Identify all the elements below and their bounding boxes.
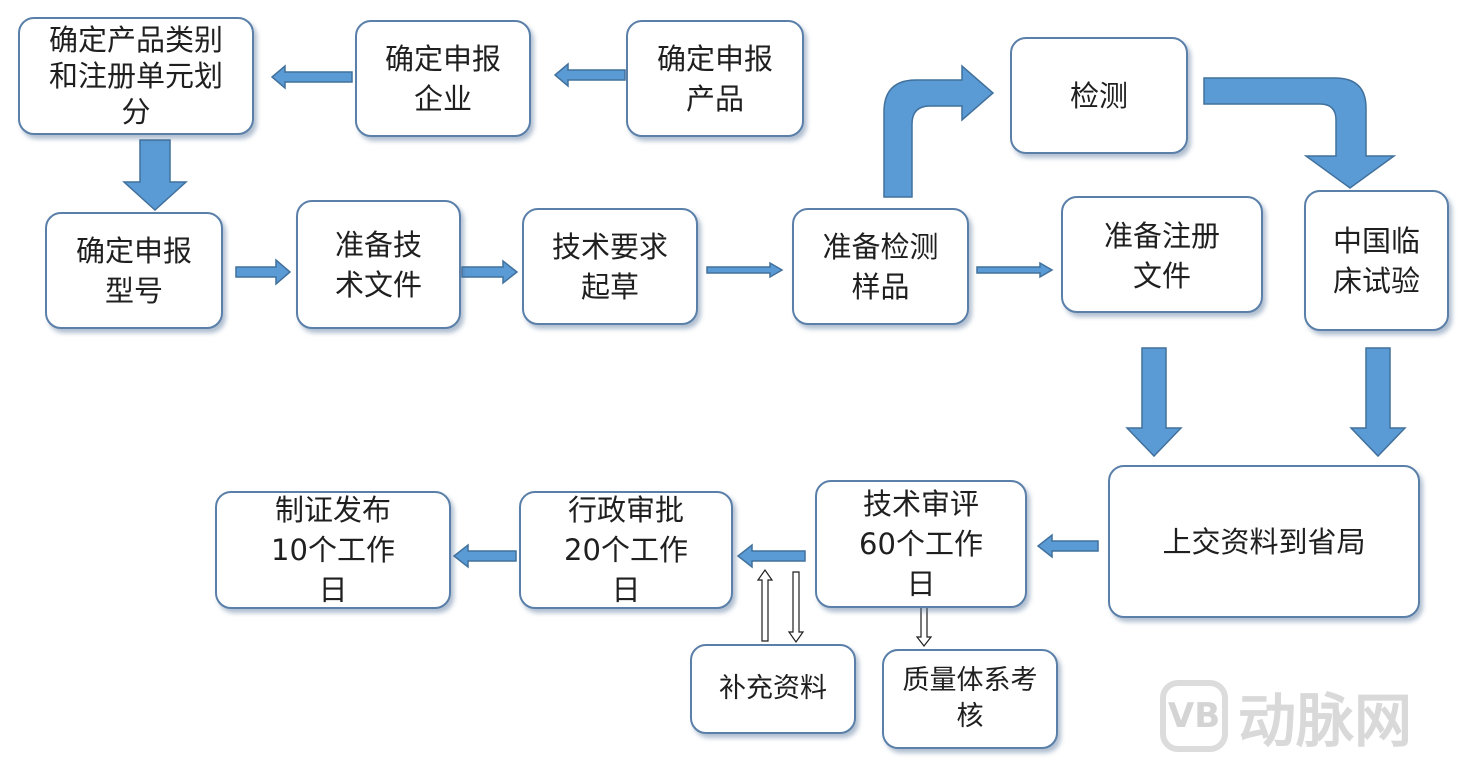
node-quality-system: 质量体系考核 — [882, 649, 1058, 749]
arrow-supplement-down — [787, 571, 805, 644]
arrow-review-to-approval — [736, 543, 806, 569]
node-tech-requirements-label: 技术要求起草 — [551, 229, 668, 304]
node-clinical-trial-label: 中国临床试验 — [1332, 223, 1420, 298]
arrow-requirements-to-samples — [706, 261, 784, 279]
node-model-label: 确定申报型号 — [75, 233, 192, 308]
arrow-review-to-quality — [915, 605, 933, 647]
node-applicant-product: 确定申报产品 — [626, 20, 804, 137]
node-applicant-enterprise-label: 确定申报企业 — [384, 41, 501, 116]
node-testing: 检测 — [1010, 37, 1188, 154]
node-registration-docs-label: 准备注册文件 — [1103, 219, 1220, 293]
node-tech-review-label: 技术审评60个工作日 — [859, 487, 983, 601]
arrow-category-to-model — [122, 139, 188, 212]
node-supplement-label: 补充资料 — [719, 673, 827, 704]
arrow-submit-to-review — [1036, 533, 1099, 559]
arrow-samples-to-testing — [883, 64, 995, 198]
arrow-product-to-enterprise — [553, 62, 626, 88]
node-applicant-product-label: 确定申报产品 — [656, 41, 773, 116]
arrow-approval-to-certificate — [452, 543, 517, 569]
arrow-clinical-to-submit — [1349, 347, 1407, 458]
node-registration-docs: 准备注册文件 — [1061, 196, 1263, 313]
node-certificate: 制证发布10个工作日 — [215, 491, 451, 609]
watermark-logo-icon: VB — [1160, 680, 1228, 752]
arrow-samples-to-regdocs — [976, 261, 1054, 279]
node-quality-system-label: 质量体系考核 — [902, 665, 1038, 732]
node-admin-approval-label: 行政审批20个工作日 — [564, 493, 688, 607]
node-supplement: 补充资料 — [690, 644, 856, 734]
arrow-testing-to-clinical — [1203, 77, 1397, 189]
arrow-techdocs-to-requirements — [461, 259, 519, 285]
node-certificate-label: 制证发布10个工作日 — [271, 493, 395, 607]
node-admin-approval: 行政审批20个工作日 — [519, 491, 733, 609]
node-tech-requirements: 技术要求起草 — [522, 208, 698, 325]
node-tech-docs: 准备技术文件 — [296, 200, 461, 329]
watermark: VB 动脉网 — [1160, 676, 1460, 756]
node-tech-review: 技术审评60个工作日 — [815, 480, 1027, 608]
node-test-samples: 准备检测样品 — [792, 208, 969, 325]
node-tech-docs-label: 准备技术文件 — [334, 227, 422, 302]
node-submit-province-label: 上交资料到省局 — [1162, 524, 1366, 559]
arrow-enterprise-to-category — [270, 64, 353, 90]
arrow-supplement-up — [756, 568, 774, 642]
watermark-brand: 动脉网 — [1238, 687, 1413, 755]
node-clinical-trial: 中国临床试验 — [1304, 190, 1449, 331]
node-submit-province: 上交资料到省局 — [1108, 465, 1420, 618]
node-model: 确定申报型号 — [45, 212, 223, 329]
node-product-category: 确定产品类别和注册单元划分 — [18, 17, 254, 135]
node-test-samples-label: 准备检测样品 — [822, 229, 939, 304]
node-applicant-enterprise: 确定申报企业 — [355, 20, 531, 137]
node-testing-label: 检测 — [1069, 78, 1128, 113]
arrow-model-to-techdocs — [235, 258, 292, 286]
arrow-regdocs-to-submit — [1125, 347, 1183, 458]
node-product-category-label: 确定产品类别和注册单元划分 — [48, 23, 223, 129]
